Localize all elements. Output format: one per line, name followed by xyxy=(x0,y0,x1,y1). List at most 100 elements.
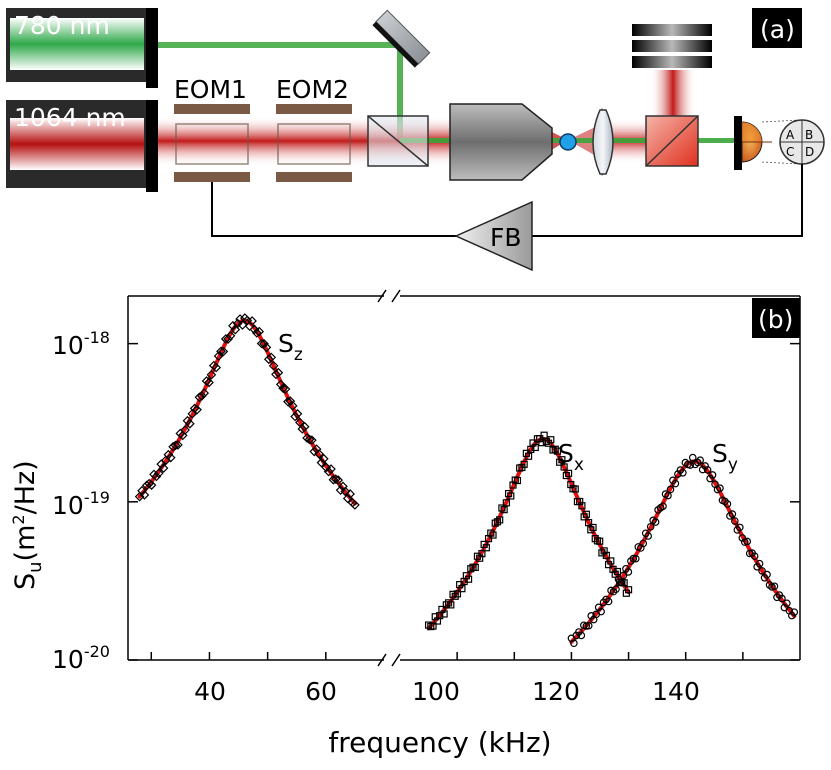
data-point-s-z xyxy=(196,391,207,401)
data-point-s-z xyxy=(299,421,310,432)
data-point-s-x xyxy=(476,554,484,562)
data-point-s-x xyxy=(482,544,490,552)
data-point-s-x xyxy=(504,489,513,498)
data-point-s-y xyxy=(629,554,638,563)
data-point-s-z xyxy=(189,403,200,414)
feedback-label: FB xyxy=(490,223,522,252)
x-tick-label-60: 60 xyxy=(305,677,337,706)
panel-a-tag: (a) xyxy=(752,8,802,48)
data-point-s-z xyxy=(144,478,155,489)
data-point-s-y xyxy=(577,631,586,640)
quadrant-a-label: A xyxy=(786,128,795,142)
feedback-amplifier xyxy=(454,200,533,272)
data-point-s-z xyxy=(153,468,164,479)
data-point-s-y xyxy=(619,571,628,580)
data-point-s-y xyxy=(604,597,613,606)
data-point-s-z xyxy=(292,408,303,419)
data-point-s-y xyxy=(758,567,766,575)
polarizing-beam-splitter xyxy=(645,115,699,167)
x-axis-label: frequency (kHz) xyxy=(328,726,551,759)
data-point-s-y xyxy=(688,453,697,462)
data-point-s-z xyxy=(340,486,351,497)
data-point-s-z xyxy=(316,457,327,468)
data-point-s-x xyxy=(440,610,448,618)
eom1: EOM1 xyxy=(174,75,250,182)
data-point-s-x xyxy=(458,585,466,593)
data-point-s-z xyxy=(271,369,281,380)
data-point-s-z xyxy=(345,489,355,499)
data-point-s-z xyxy=(146,480,157,490)
peak-label-sy: Sy xyxy=(712,439,738,475)
eom2: EOM2 xyxy=(276,75,352,182)
data-point-s-y xyxy=(624,568,633,576)
data-point-s-z xyxy=(323,466,334,477)
axis-ticks xyxy=(128,342,800,661)
data-point-s-z xyxy=(228,320,238,331)
data-point-s-z xyxy=(263,354,274,365)
data-point-s-x xyxy=(464,575,473,583)
data-point-s-x xyxy=(562,471,570,480)
data-point-s-x xyxy=(547,436,555,444)
data-point-s-z xyxy=(249,324,260,335)
panel-b-tag: (b) xyxy=(752,298,800,338)
data-point-s-y xyxy=(659,502,667,510)
data-point-s-y xyxy=(617,578,625,587)
data-point-s-x xyxy=(587,526,595,534)
data-point-s-z xyxy=(256,338,267,349)
data-point-s-z xyxy=(251,328,262,338)
data-point-s-z xyxy=(223,334,233,344)
laser-780: 780 nm xyxy=(6,8,158,88)
data-point-s-x xyxy=(502,499,510,507)
data-point-s-x xyxy=(509,481,517,489)
panel-a-label: (a) xyxy=(760,15,795,44)
data-point-s-x xyxy=(624,586,633,594)
data-point-s-z xyxy=(225,330,236,341)
data-point-s-x xyxy=(500,506,508,514)
data-point-s-x xyxy=(424,621,433,629)
data-point-s-y xyxy=(612,585,620,594)
data-point-s-x xyxy=(549,446,557,454)
data-markers xyxy=(134,313,799,648)
beam-dump xyxy=(632,24,712,68)
data-point-s-x xyxy=(564,469,573,477)
data-point-s-x xyxy=(604,561,613,569)
y-tick-label-1e-19: 10-19 xyxy=(52,488,110,520)
data-point-s-z xyxy=(201,376,212,386)
data-point-s-z xyxy=(273,367,284,378)
data-point-s-x xyxy=(596,537,604,545)
data-point-s-z xyxy=(204,377,214,388)
data-point-s-x xyxy=(576,497,584,506)
data-point-s-x xyxy=(487,529,495,537)
y-tick-label-1e-20: 10-20 xyxy=(52,642,110,674)
data-point-s-z xyxy=(290,411,300,422)
data-point-s-z xyxy=(180,425,190,435)
data-point-s-x xyxy=(560,463,568,471)
data-point-s-y xyxy=(671,479,680,488)
data-point-s-y xyxy=(770,582,779,591)
data-point-s-y xyxy=(708,471,717,479)
data-point-s-y xyxy=(743,537,752,546)
data-point-s-x xyxy=(602,551,610,559)
data-point-s-z xyxy=(168,441,178,452)
data-point-s-x xyxy=(489,531,497,539)
objective-lens xyxy=(449,103,553,181)
data-point-s-x xyxy=(498,504,506,512)
data-point-s-z xyxy=(230,324,241,335)
data-point-s-x xyxy=(529,439,537,447)
x-tick-label-100: 100 xyxy=(412,677,460,706)
quadrant-detector-face: A B C D xyxy=(779,119,825,165)
data-point-s-z xyxy=(211,362,222,373)
data-point-s-z xyxy=(307,435,317,446)
peak-label-sz: Sz xyxy=(278,329,303,365)
data-point-s-z xyxy=(287,400,298,411)
data-point-s-y xyxy=(674,470,682,478)
data-point-s-z xyxy=(139,490,150,500)
data-point-s-y xyxy=(644,532,652,540)
data-point-s-z xyxy=(318,453,329,464)
data-point-s-x xyxy=(471,563,479,572)
data-point-s-x xyxy=(453,590,462,598)
x-tick-label-40: 40 xyxy=(194,677,226,706)
data-point-s-x xyxy=(438,605,446,614)
data-point-s-y xyxy=(693,458,702,467)
